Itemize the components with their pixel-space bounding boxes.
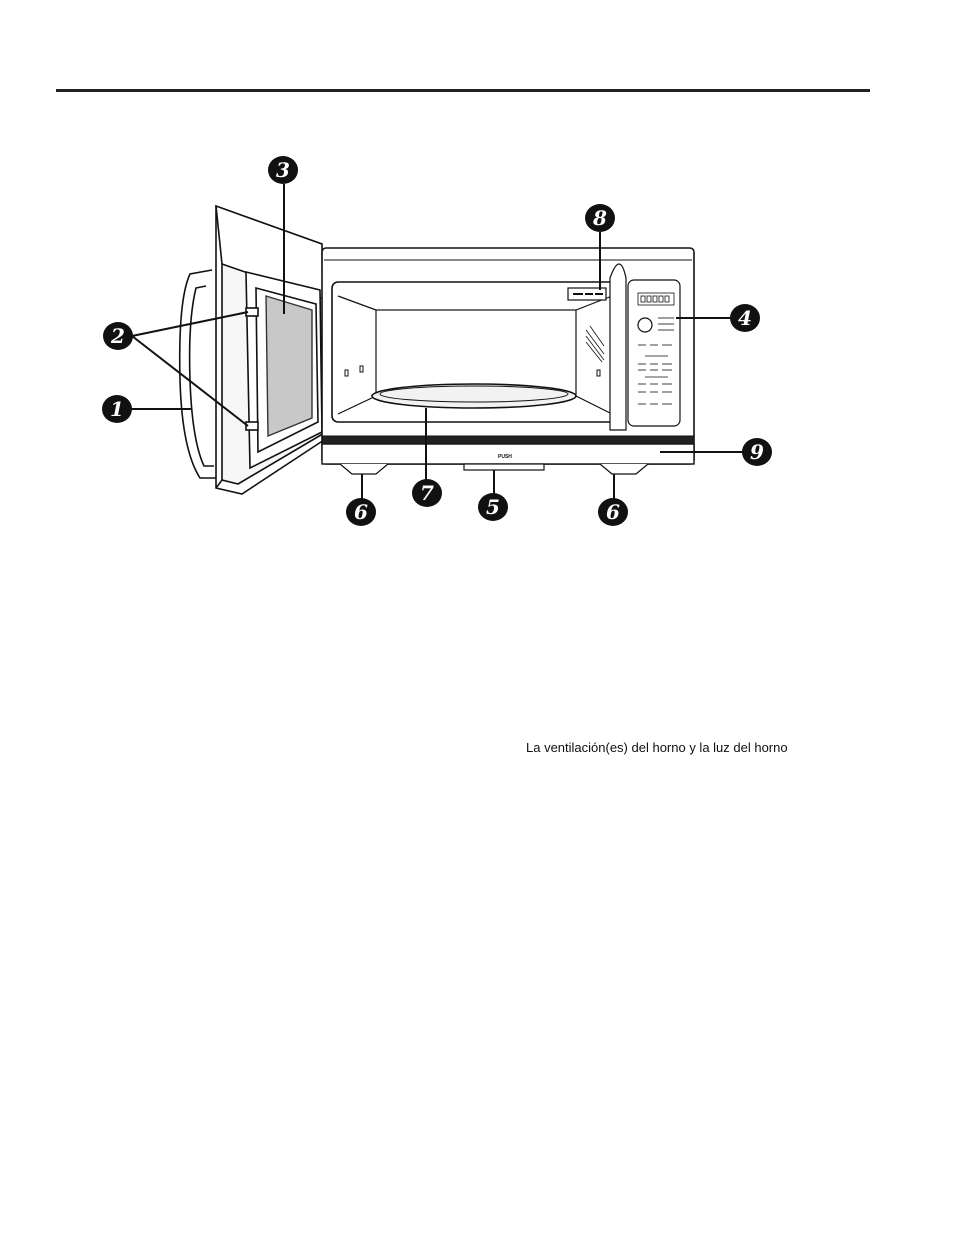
grease-filter-left xyxy=(339,463,389,475)
callout-7-number: 7 xyxy=(420,481,434,505)
callout-6-left: 6 xyxy=(346,498,376,526)
callout-6-left-number: 6 xyxy=(354,500,368,524)
callout-8-number: 8 xyxy=(592,206,607,230)
door-handle xyxy=(178,269,216,479)
door-release-bar xyxy=(321,435,695,445)
callout-4: 4 xyxy=(730,304,760,332)
callout-5: 5 xyxy=(478,493,508,521)
callout-6-right: 6 xyxy=(598,498,628,526)
callout-7: 7 xyxy=(412,479,442,507)
push-label: PUSH xyxy=(498,454,512,460)
callout-1: 1 xyxy=(102,395,132,423)
microwave-door xyxy=(178,204,327,495)
vent-light-note: La ventilación(es) del horno y la luz de… xyxy=(526,740,788,755)
bottom-section: PUSH xyxy=(321,435,695,475)
callout-3-number: 3 xyxy=(276,158,290,182)
cooktop-light xyxy=(463,463,545,471)
callout-9: 9 xyxy=(742,438,772,466)
callout-2: 2 xyxy=(103,322,133,350)
callout-9-number: 9 xyxy=(750,440,764,464)
callout-3: 3 xyxy=(268,156,298,184)
grease-filter-right xyxy=(599,463,649,475)
door-window xyxy=(265,295,313,438)
oven-light-vent xyxy=(567,287,607,301)
door-latch-bottom xyxy=(245,421,259,431)
callout-2-number: 2 xyxy=(110,324,125,348)
header-rule xyxy=(56,89,870,92)
turntable xyxy=(371,383,577,409)
callout-6-right-number: 6 xyxy=(606,500,620,524)
microwave-body xyxy=(321,247,695,465)
control-panel xyxy=(637,292,675,405)
callout-4-number: 4 xyxy=(738,306,752,330)
leader-lines xyxy=(130,184,744,500)
callout-5-number: 5 xyxy=(486,495,500,519)
microwave-diagram: PUSH 1 2 3 4 5 6 xyxy=(102,156,772,526)
callout-1-number: 1 xyxy=(110,397,124,421)
callout-8: 8 xyxy=(585,204,615,232)
